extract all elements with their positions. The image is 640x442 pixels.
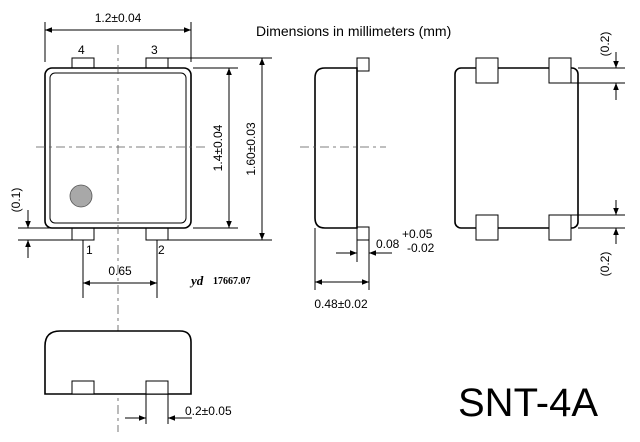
bottom-pad-top-left bbox=[475, 57, 499, 84]
pad-top-dimension: (0.2) bbox=[598, 32, 612, 57]
pad-bottom-dimension: (0.2) bbox=[598, 252, 612, 277]
body-width-dimension: 1.2±0.04 bbox=[95, 11, 142, 25]
pin-label-3: 3 bbox=[151, 43, 158, 57]
bottom-view: (0.2) (0.2) bbox=[454, 32, 625, 277]
pin-label-2: 2 bbox=[158, 243, 165, 257]
pin-label-4: 4 bbox=[78, 43, 85, 57]
lead-thickness-tolerance-minus: -0.02 bbox=[407, 241, 435, 255]
units-note: Dimensions in millimeters (mm) bbox=[256, 23, 451, 39]
front-lead-left bbox=[71, 380, 95, 395]
front-view-body bbox=[44, 330, 192, 395]
side-lead-top bbox=[356, 57, 370, 72]
body-height-dimension: 1.4±0.04 bbox=[211, 124, 225, 171]
lead-width-dimension: 0.2±0.05 bbox=[185, 404, 232, 418]
pin-1-marker-dot bbox=[69, 184, 93, 208]
top-view: 4 3 1 2 1.2±0.04 1.4±0.04 1.60±0.03 (0.1… bbox=[9, 11, 272, 432]
front-lead-right bbox=[145, 380, 169, 395]
overall-height-dimension: 1.60±0.03 bbox=[244, 122, 258, 176]
bottom-pad-bottom-left bbox=[475, 214, 499, 241]
brand-mark: yd 17667.07 bbox=[189, 273, 251, 288]
pin-2-pad bbox=[145, 226, 169, 241]
lead-thickness-dimension: 0.08 bbox=[376, 237, 400, 251]
lead-thickness-tolerance-plus: +0.05 bbox=[402, 227, 433, 241]
side-view: 0.48±0.02 0.08 +0.05 -0.02 bbox=[300, 57, 435, 311]
bottom-pad-top-right bbox=[548, 57, 572, 84]
pin-1-pad bbox=[71, 226, 95, 241]
brand-code: 17667.07 bbox=[213, 276, 251, 287]
side-lead-bottom bbox=[356, 226, 370, 241]
front-view: 0.2±0.05 bbox=[44, 330, 232, 424]
pin-protrusion-dimension: (0.1) bbox=[9, 188, 23, 213]
side-view-body bbox=[314, 67, 358, 229]
thickness-dimension: 0.48±0.02 bbox=[314, 297, 368, 311]
brand-logo: yd bbox=[189, 273, 204, 288]
bottom-view-body bbox=[454, 67, 579, 229]
bottom-pad-bottom-right bbox=[548, 214, 572, 241]
package-name: SNT-4A bbox=[458, 381, 598, 425]
pin-pitch-dimension: 0.65 bbox=[108, 264, 132, 278]
pin-label-1: 1 bbox=[86, 243, 93, 257]
